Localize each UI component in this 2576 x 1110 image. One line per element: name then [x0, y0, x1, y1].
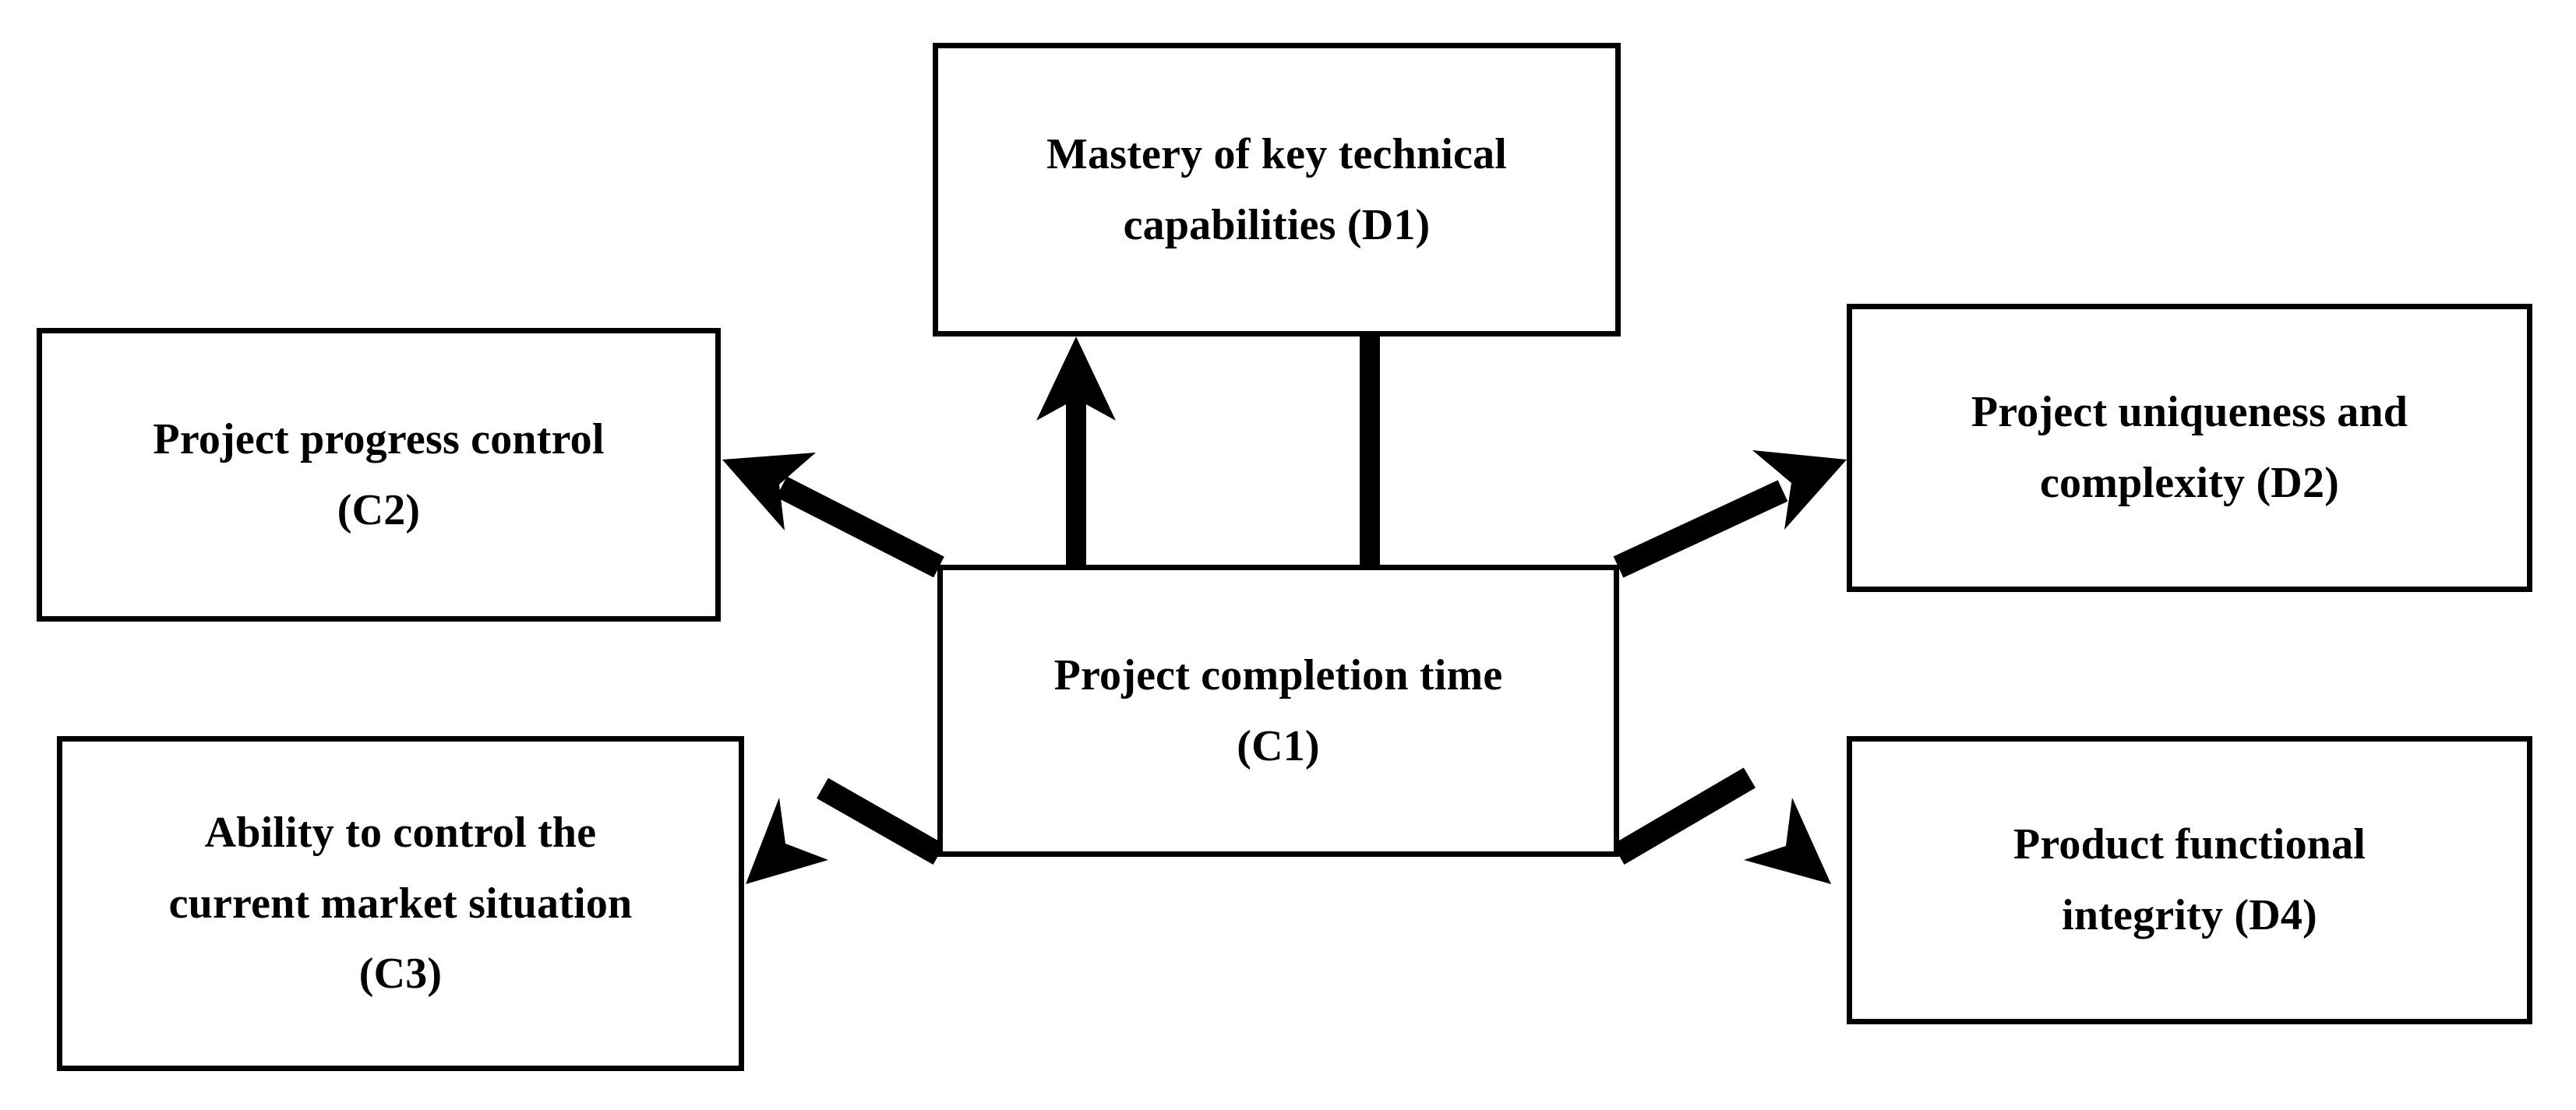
node-d2-line-1: Project uniqueness and — [1971, 388, 2408, 437]
node-c2-line-2: (C2) — [337, 485, 421, 534]
arrow-c1-to-d2 — [1613, 450, 1847, 578]
node-d1-line-2: capabilities (D1) — [1123, 200, 1431, 249]
node-c1-project-completion-time[interactable]: Project completion time (C1) — [937, 565, 1619, 857]
node-c3-line-2: current market situation — [168, 879, 633, 928]
node-d1-mastery-of-key-technical-capabilities[interactable]: Mastery of key technical capabilities (D… — [933, 43, 1621, 337]
node-d1-line-1: Mastery of key technical — [1046, 129, 1508, 178]
arrow-c1-to-c3 — [746, 777, 945, 884]
node-c2-line-1: Project progress control — [153, 414, 605, 463]
node-d4-line-1: Product functional — [2013, 820, 2366, 869]
node-c3-ability-to-control-the-current-market-situation[interactable]: Ability to control the current market si… — [57, 736, 744, 1071]
node-d2-project-uniqueness-and-complexity[interactable]: Project uniqueness and complexity (D2) — [1847, 304, 2532, 592]
node-d4-product-functional-integrity[interactable]: Product functional integrity (D4) — [1847, 736, 2532, 1024]
node-c1-line-2: (C1) — [1237, 721, 1320, 770]
node-c1-line-1: Project completion time — [1053, 650, 1503, 699]
arrow-c1-to-d4 — [1612, 767, 1831, 884]
arrow-c1-to-c2 — [722, 453, 944, 578]
arrow-c1-to-d1 — [1036, 337, 1116, 566]
node-d2-line-2: complexity (D2) — [2039, 459, 2339, 507]
node-c2-project-progress-control[interactable]: Project progress control (C2) — [37, 328, 721, 622]
node-c3-line-3: (C3) — [358, 950, 443, 999]
node-d4-line-2: integrity (D4) — [2062, 891, 2317, 939]
node-c3-line-1: Ability to control the — [204, 808, 597, 857]
